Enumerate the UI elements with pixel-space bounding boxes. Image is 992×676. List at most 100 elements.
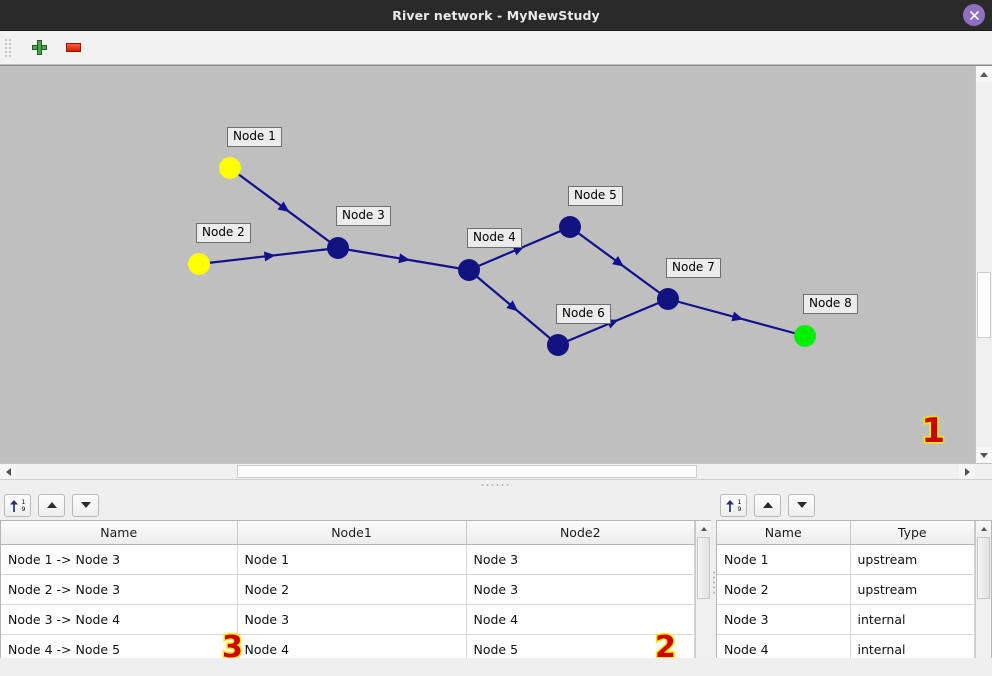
nodes-move-down-button[interactable]	[788, 493, 815, 517]
table-cell[interactable]: upstream	[850, 544, 975, 575]
reaches-move-up-button[interactable]	[38, 493, 65, 517]
nodes-move-up-button[interactable]	[754, 493, 781, 517]
column-header[interactable]: Node1	[237, 521, 467, 545]
graph-node-label[interactable]: Node 8	[803, 294, 858, 314]
reaches-vertical-scrollbar[interactable]	[695, 521, 711, 675]
graph-node[interactable]	[657, 288, 679, 310]
table-cell[interactable]: Node 3	[466, 574, 695, 605]
table-cell[interactable]: internal	[850, 634, 975, 665]
graph-node-label[interactable]: Node 7	[666, 258, 721, 278]
scroll-right-icon[interactable]	[959, 464, 975, 479]
table-cell[interactable]: internal	[850, 604, 975, 635]
graph-vertical-scrollbar[interactable]	[975, 66, 992, 463]
table-cell[interactable]: Node 1	[717, 544, 851, 575]
close-icon[interactable]	[963, 4, 985, 26]
reaches-vscroll-thumb[interactable]	[697, 537, 710, 599]
table-cell[interactable]: Node 4	[466, 604, 695, 635]
graph-node-label[interactable]: Node 6	[556, 304, 611, 324]
table-cell[interactable]: Node 1	[237, 544, 467, 575]
scroll-down-icon[interactable]	[696, 660, 711, 675]
graph-node-label[interactable]: Node 4	[467, 228, 522, 248]
column-header[interactable]: Name	[717, 521, 851, 545]
graph-node-label[interactable]: Node 1	[227, 127, 282, 147]
graph-node[interactable]	[188, 253, 210, 275]
reaches-move-down-button[interactable]	[72, 493, 99, 517]
table-cell[interactable]: Node 3	[237, 604, 467, 635]
table-cell[interactable]: Node 3	[466, 544, 695, 575]
scroll-up-icon[interactable]	[976, 66, 992, 82]
horizontal-splitter[interactable]	[0, 479, 992, 490]
table-row[interactable]	[1, 664, 695, 675]
nodes-vscroll-thumb[interactable]	[977, 537, 990, 599]
scroll-down-icon[interactable]	[976, 447, 992, 463]
graph-node[interactable]	[458, 259, 480, 281]
table-cell[interactable]: Node 4	[717, 634, 851, 665]
table-cell[interactable]: Node 2	[717, 574, 851, 605]
scroll-down-icon[interactable]	[976, 660, 991, 675]
add-node-button[interactable]	[26, 35, 52, 61]
graph-node[interactable]	[327, 237, 349, 259]
graph-node-label[interactable]: Node 2	[196, 223, 251, 243]
table-cell[interactable]: Node 2 -> Node 3	[1, 574, 238, 605]
table-cell[interactable]: Node 3	[717, 604, 851, 635]
table-cell[interactable]	[717, 664, 851, 675]
table-cell[interactable]: Node 4	[237, 634, 467, 665]
table-cell[interactable]: Node 4 -> Node 5	[1, 634, 238, 665]
column-header[interactable]: Name	[1, 521, 238, 545]
graph-node[interactable]	[219, 157, 241, 179]
minus-icon	[65, 43, 81, 52]
graph-watermark: 1	[920, 410, 947, 453]
scrollbar-corner	[975, 464, 992, 479]
table-cell[interactable]: Node 2	[237, 574, 467, 605]
nodes-vertical-scrollbar[interactable]	[975, 521, 991, 675]
graph-node[interactable]	[794, 325, 816, 347]
table-cell[interactable]: upstream	[850, 574, 975, 605]
table-cell[interactable]: Node 3 -> Node 4	[1, 604, 238, 635]
network-graph-canvas[interactable]: Node 1 Node 2 Node 3 Node 4 Node 5 Node 6 Node…	[0, 66, 975, 463]
graph-node-label[interactable]: Node 3	[336, 206, 391, 226]
table-cell[interactable]	[237, 664, 467, 675]
graph-hscroll-thumb[interactable]	[237, 465, 697, 478]
table-cell[interactable]	[850, 664, 975, 675]
table-row[interactable]	[717, 664, 975, 675]
table-cell[interactable]	[466, 664, 695, 675]
scroll-left-icon[interactable]	[0, 464, 16, 479]
graph-node[interactable]	[559, 216, 581, 238]
table-cell[interactable]	[1, 664, 238, 675]
vertical-splitter[interactable]	[711, 490, 716, 676]
splitter-grip	[711, 570, 716, 596]
column-header[interactable]: Node2	[466, 521, 695, 545]
table-cell[interactable]: Node 5	[466, 634, 695, 665]
toolbar-drag-handle[interactable]	[4, 37, 12, 58]
scroll-up-icon[interactable]	[696, 521, 711, 536]
graph-vscroll-thumb[interactable]	[977, 272, 991, 338]
column-header[interactable]: Type	[850, 521, 975, 545]
scroll-up-icon[interactable]	[976, 521, 991, 536]
graph-node-label[interactable]: Node 5	[568, 186, 623, 206]
splitter-grip	[480, 483, 512, 487]
graph-node[interactable]	[547, 334, 569, 356]
remove-node-button[interactable]	[60, 35, 86, 61]
table-cell[interactable]: Node 1 -> Node 3	[1, 544, 238, 575]
graph-horizontal-scrollbar[interactable]	[0, 463, 992, 479]
